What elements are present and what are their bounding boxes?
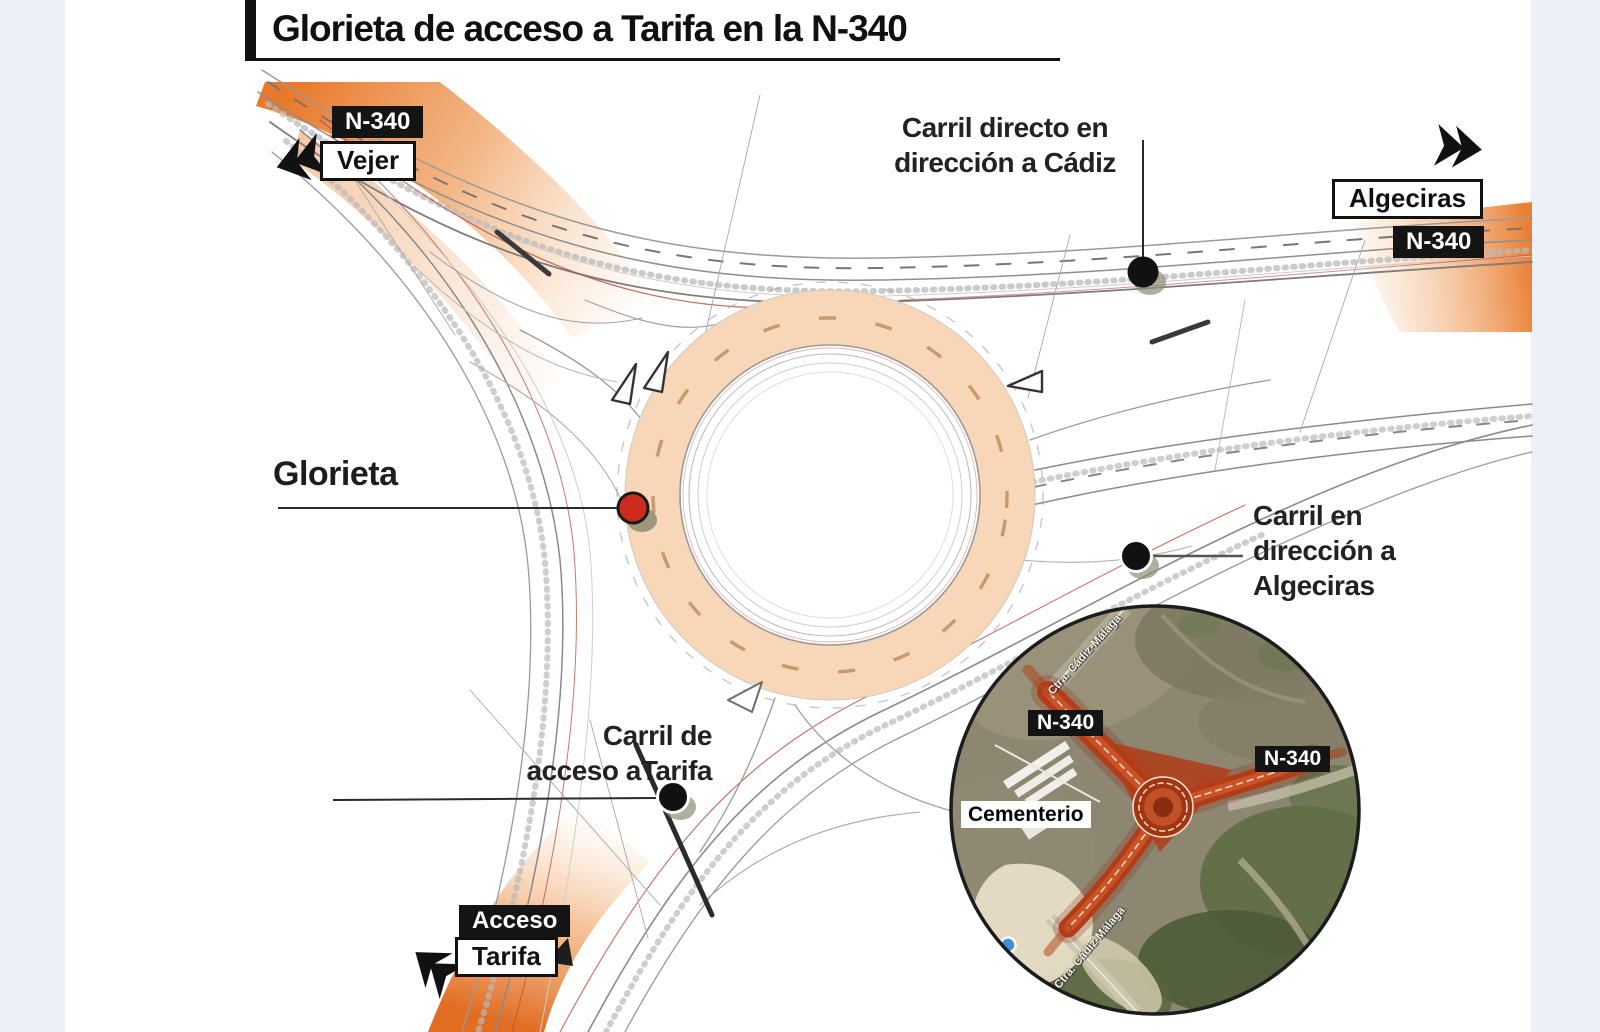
access-badge-acceso: Acceso xyxy=(459,905,571,937)
glorieta-marker-dot xyxy=(616,491,650,525)
inset-road-badge-n340-left: N-340 xyxy=(1028,710,1104,737)
inset-cemetery-label: Cementerio xyxy=(961,801,1091,829)
callout-algeciras: Carril en dirección a Algeciras xyxy=(1253,498,1396,603)
dest-badge-tarifa: Tarifa xyxy=(455,937,558,977)
inset-road-badge-n340-right: N-340 xyxy=(1255,746,1331,773)
double-chevron-down-left-icon xyxy=(415,952,467,1000)
cadiz-marker-dot xyxy=(1127,256,1159,288)
road-badge-n340-nw: N-340 xyxy=(332,106,424,138)
callout-tarifa-line2: acceso aTarifa xyxy=(526,755,713,786)
callout-algeciras-line2: dirección a xyxy=(1253,535,1396,566)
double-chevron-right-icon xyxy=(1433,124,1482,168)
callout-markers xyxy=(278,140,1243,820)
callout-cadiz-line1: Carril directo en xyxy=(901,112,1109,143)
dest-badge-vejer: Vejer xyxy=(320,141,417,181)
title-accent-bar xyxy=(245,0,256,58)
callout-tarifa: Carril de acceso aTarifa xyxy=(400,718,713,788)
page-title: Glorieta de acceso a Tarifa en la N-340 xyxy=(272,8,908,49)
dest-badge-algeciras: Algeciras xyxy=(1332,179,1484,219)
callout-algeciras-line1: Carril en xyxy=(1253,500,1363,531)
callout-tarifa-line1: Carril de xyxy=(602,720,713,751)
roundabout-ring xyxy=(616,281,1044,709)
algeciras-marker-dot xyxy=(1119,539,1153,573)
callout-cadiz-line2: dirección a Cádiz xyxy=(894,147,1116,178)
callout-algeciras-line3: Algeciras xyxy=(1253,570,1375,601)
road-network xyxy=(257,69,1535,1032)
left-margin-band xyxy=(0,0,65,1032)
callout-cadiz: Carril directo en dirección a Cádiz xyxy=(860,110,1150,180)
title-underline xyxy=(245,58,1060,61)
callout-glorieta: Glorieta xyxy=(273,455,398,493)
tarifa-marker-dot xyxy=(656,780,690,814)
road-badge-n340-e: N-340 xyxy=(1393,226,1485,258)
right-margin-band xyxy=(1531,0,1600,1032)
